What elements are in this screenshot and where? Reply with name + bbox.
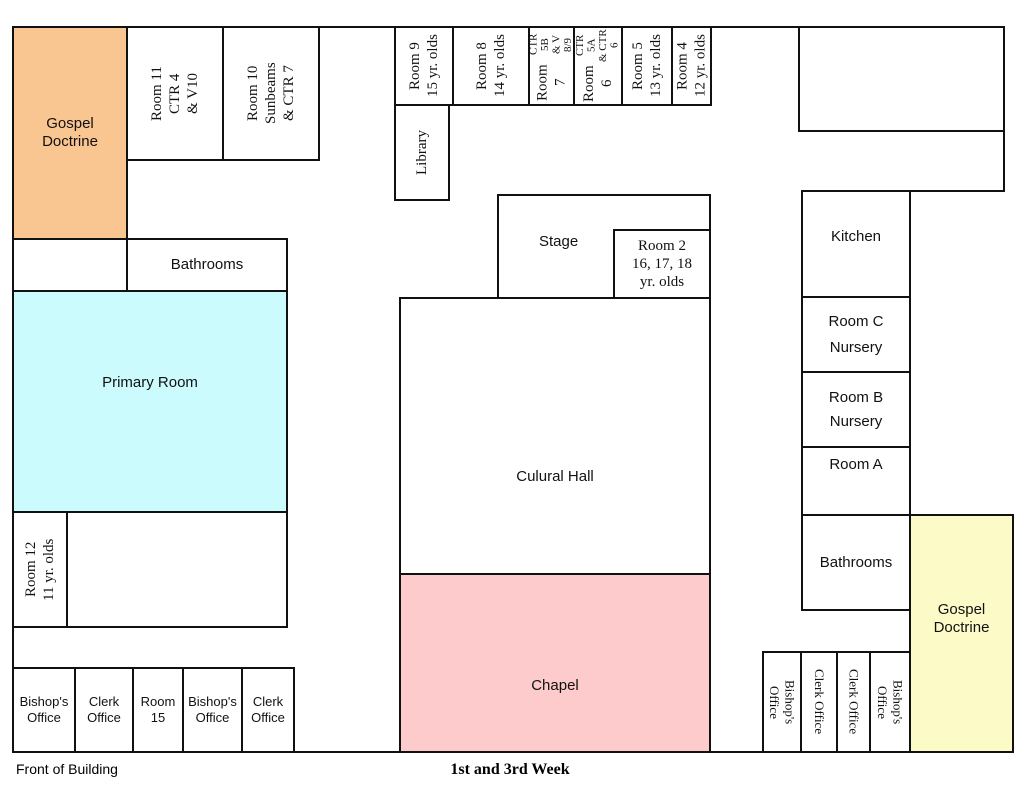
- room-15: Room 15: [132, 667, 184, 753]
- bishops-office-3: Bishop's Office: [762, 651, 802, 753]
- room-6-classes: CTR 5A & CTR 6: [573, 29, 621, 62]
- kitchen: Kitchen: [801, 190, 911, 298]
- gospel-doctrine-left: Gospel Doctrine: [12, 26, 128, 240]
- room-10: Room 10 Sunbeams & CTR 7: [222, 26, 320, 161]
- gospel-doctrine-right: Gospel Doctrine: [909, 514, 1014, 753]
- primary-room: Primary Room: [12, 290, 288, 513]
- bishops-office-4: Bishop's Office: [869, 651, 911, 753]
- bathrooms-right: Bathrooms: [801, 514, 911, 611]
- room-c-nursery: Room C Nursery: [801, 296, 911, 373]
- room-11: Room 11 CTR 4 & V10: [126, 26, 224, 161]
- room-7-label: Room 7: [534, 64, 569, 101]
- room-8: Room 8 14 yr. olds: [452, 26, 530, 106]
- chapel: Chapel: [399, 573, 711, 753]
- room-12: Room 12 11 yr. olds: [12, 511, 68, 628]
- unlabeled-room-left: [66, 511, 288, 628]
- room-2: Room 2 16, 17, 18 yr. olds: [613, 229, 711, 299]
- clerk-office-3: Clerk Office: [800, 651, 838, 753]
- library: Library: [394, 104, 450, 201]
- room-a: Room A: [801, 446, 911, 516]
- clerk-office-4: Clerk Office: [836, 651, 871, 753]
- bishops-office-1: Bishop's Office: [12, 667, 76, 753]
- front-of-building-label: Front of Building: [16, 761, 118, 777]
- bathrooms-left-small: [12, 238, 128, 292]
- room-6-label: Room 6: [581, 65, 615, 102]
- week-title: 1st and 3rd Week: [450, 761, 570, 778]
- cultural-hall: Culural Hall: [399, 297, 711, 575]
- unlabeled-room-top-right: [798, 26, 1005, 132]
- clerk-office-2: Clerk Office: [241, 667, 295, 753]
- right-wall-step: [909, 190, 1005, 192]
- top-wall: [12, 26, 1005, 28]
- room-7-classes: CTR 5B & V 8/9: [527, 33, 575, 56]
- room-b-nursery: Room B Nursery: [801, 371, 911, 448]
- bathrooms-left: Bathrooms: [126, 238, 288, 292]
- room-5: Room 5 13 yr. olds: [621, 26, 673, 106]
- room-4: Room 4 12 yr. olds: [671, 26, 712, 106]
- room-7: Room 7 CTR 5B & V 8/9: [527, 26, 575, 106]
- room-9: Room 9 15 yr. olds: [394, 26, 454, 106]
- bishops-office-2: Bishop's Office: [182, 667, 243, 753]
- clerk-office-1: Clerk Office: [74, 667, 134, 753]
